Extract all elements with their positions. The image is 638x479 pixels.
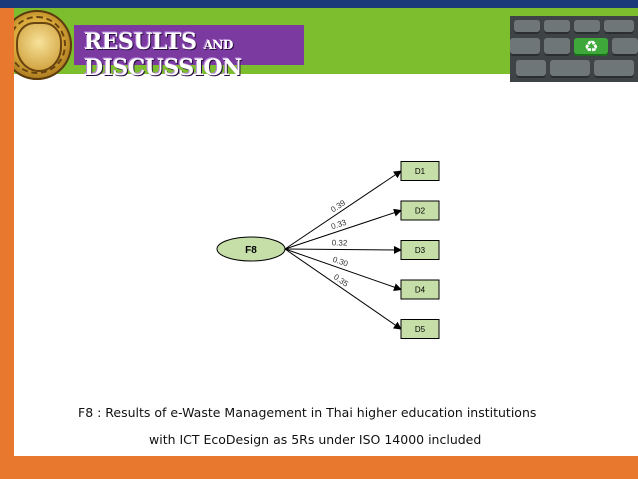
edge-d4	[284, 248, 402, 291]
edge-d2	[284, 208, 402, 250]
loading-label-d3: 0.32	[332, 238, 348, 247]
factor-ellipse	[216, 236, 286, 262]
keyboard-key	[510, 38, 540, 56]
title-end: DISCUSSION	[84, 55, 242, 81]
keyboard-key	[516, 60, 546, 78]
left-accent-bar	[0, 8, 14, 456]
diagram-edges: 0.390.330.320.300.35	[284, 170, 402, 330]
factor-node: F8	[216, 236, 286, 262]
keyboard-key	[544, 38, 570, 56]
edge-d5	[284, 248, 402, 330]
title-banner: RESULTS AND DISCUSSION	[74, 25, 304, 81]
caption-line-1: F8 : Results of e-Waste Management in Th…	[78, 405, 537, 420]
bottom-accent-bar	[0, 456, 638, 479]
loading-label-d5: 0.35	[332, 272, 350, 289]
header-bar: RESULTS AND DISCUSSION ♻	[0, 8, 638, 82]
keyboard-key	[594, 60, 634, 78]
factor-label: F8	[245, 245, 257, 256]
keyboard-key	[550, 60, 590, 78]
keyboard-key	[544, 20, 570, 34]
recycle-key-icon: ♻	[510, 16, 638, 82]
edge-d3	[284, 245, 402, 254]
keyboard-key	[574, 20, 600, 34]
title-and: AND	[203, 38, 234, 52]
keyboard-key	[604, 20, 634, 34]
edge-d1	[284, 170, 402, 250]
indicator-box-d4	[400, 279, 440, 300]
recycle-key: ♻	[574, 37, 608, 56]
indicator-box-d1	[400, 161, 440, 181]
indicator-box-d5	[400, 319, 440, 339]
indicator-label-d5: D5	[415, 325, 426, 334]
indicator-label-d1: D1	[415, 167, 426, 176]
indicator-label-d3: D3	[415, 246, 426, 255]
page-title: RESULTS AND DISCUSSION	[84, 29, 304, 81]
indicator-box-d2	[400, 200, 440, 221]
recycle-icon: ♻	[584, 37, 599, 56]
top-strip	[0, 0, 638, 8]
loading-label-d1: 0.39	[329, 198, 347, 214]
keyboard-key	[514, 20, 540, 34]
seal-emblem	[16, 22, 62, 72]
indicator-box-d3	[400, 240, 440, 260]
title-main: RESULTS	[84, 29, 197, 55]
indicator-label-d2: D2	[415, 207, 426, 216]
indicator-label-d4: D4	[415, 286, 426, 295]
keyboard-key	[612, 38, 638, 56]
caption-line-2: with ICT EcoDesign as 5Rs under ISO 1400…	[149, 432, 482, 447]
